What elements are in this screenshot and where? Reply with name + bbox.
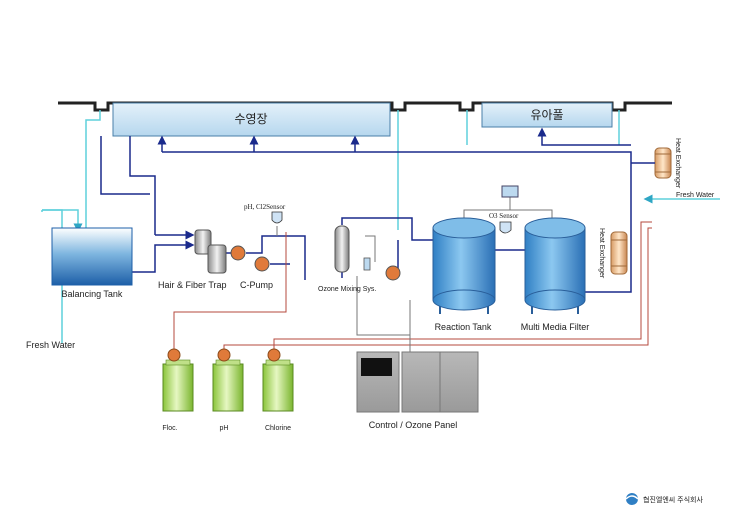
heat-exchanger-top xyxy=(631,147,672,179)
balancing-tank xyxy=(51,227,133,286)
fresh-water-left-label: Fresh Water xyxy=(26,340,75,350)
main-pool-label: 수영장 xyxy=(234,112,267,126)
control-panel-label: Control / Ozone Panel xyxy=(369,420,458,430)
ph-label: pH xyxy=(220,425,229,432)
overflow-pipes xyxy=(41,110,720,343)
kids-pool xyxy=(481,102,613,128)
control-ozone-panel xyxy=(356,351,479,413)
reaction-tank xyxy=(432,217,496,314)
ph-cl2-sensor-label: pH, Cl2Sensor xyxy=(244,203,286,211)
company-logo-icon xyxy=(625,493,639,505)
reaction-tank-label: Reaction Tank xyxy=(435,322,492,332)
ozone-mixing-label: Ozone Mixing Sys. xyxy=(318,286,376,293)
o3-sensor xyxy=(499,185,519,234)
hair-fiber-trap-label: Hair & Fiber Trap xyxy=(158,280,227,290)
return-piping xyxy=(157,127,632,270)
c-pump-label: C-Pump xyxy=(240,280,273,290)
fresh-water-right-label: Fresh Water xyxy=(676,192,715,199)
ph-tank xyxy=(212,348,244,412)
ground-line xyxy=(58,101,672,112)
company-name: 협진엘엔씨 주식회사 xyxy=(643,495,703,504)
ph-cl2-sensor xyxy=(271,211,283,236)
dosing-lines xyxy=(173,221,652,350)
c-pump xyxy=(230,245,270,272)
balancing-tank-label: Balancing Tank xyxy=(62,289,123,299)
multi-media-filter-label: Multi Media Filter xyxy=(521,322,590,332)
o3-sensor-label: O3 Sensor xyxy=(489,212,519,220)
multi-media-filter xyxy=(524,217,586,314)
chlorine-tank xyxy=(262,348,294,412)
chlorine-label: Chlorine xyxy=(265,425,291,432)
kids-pool-label: 유아풀 xyxy=(530,108,563,122)
heat-exchanger-mid-label: Heat Exchanger xyxy=(598,228,605,279)
hair-fiber-trap xyxy=(194,229,227,274)
ozone-mixing-system xyxy=(334,225,401,281)
heat-exchanger-mid xyxy=(610,231,628,275)
drain-piping xyxy=(100,136,632,293)
floc-tank xyxy=(162,348,194,412)
heat-exchanger-top-label: Heat Exchanger xyxy=(674,138,681,189)
floc-label: Floc. xyxy=(162,425,177,432)
